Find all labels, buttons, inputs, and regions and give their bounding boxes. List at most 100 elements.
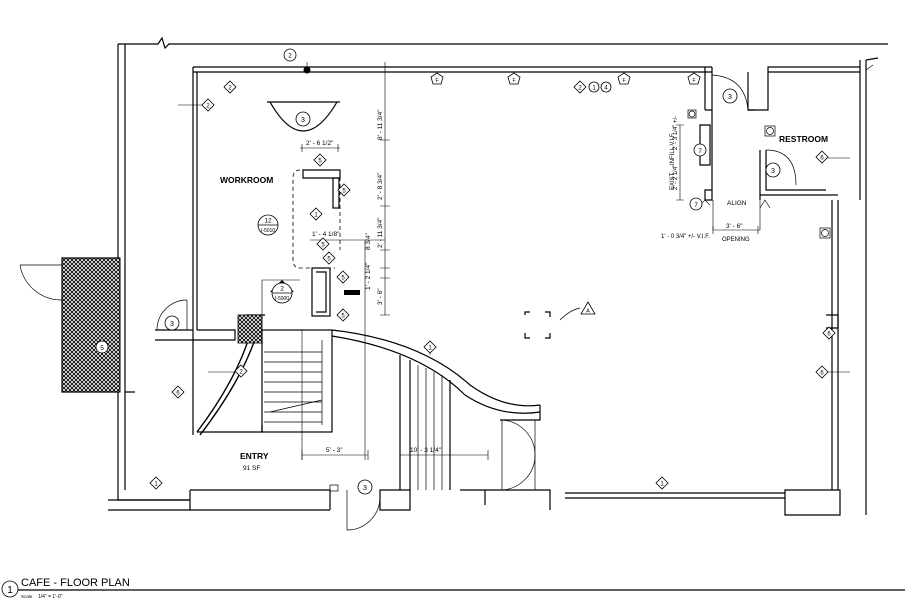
tag-triangle: A <box>580 301 596 315</box>
tag-diamond: 1 <box>655 476 669 490</box>
tag-circle: 4 <box>600 81 612 93</box>
svg-text:6: 6 <box>827 332 831 338</box>
tag-pentagon-f: F <box>507 72 521 85</box>
room-label-entry: ENTRY <box>240 451 269 461</box>
dim-label-11: 3' - 6" <box>726 223 743 230</box>
tag-diamond: 5 <box>337 183 351 197</box>
tag-pentagon-f: F <box>430 72 444 85</box>
dim-label-4: 2' - 11 3/4" <box>377 217 384 248</box>
tag-circle: 5 <box>95 340 109 354</box>
workroom-partitions <box>155 101 360 436</box>
elevation-reference-tag: 2 I-5000 <box>270 280 294 304</box>
dim-label-2: 2' - 6 1/2" <box>306 140 334 147</box>
tag-diamond: 6 <box>822 326 836 340</box>
svg-text:6: 6 <box>820 371 824 377</box>
dimension-lines <box>300 62 771 460</box>
svg-text:2: 2 <box>228 86 232 92</box>
tag-circle: 3 <box>164 315 180 331</box>
svg-text:2: 2 <box>206 104 210 110</box>
tag-circle: 3 <box>722 88 738 104</box>
entry-door <box>329 484 381 531</box>
svg-text:5: 5 <box>100 345 104 352</box>
column-marker <box>524 307 581 339</box>
svg-text:1: 1 <box>428 346 432 352</box>
tag-diamond: 2 <box>223 80 237 94</box>
svg-text:2: 2 <box>239 370 243 376</box>
svg-text:3: 3 <box>728 94 732 101</box>
svg-text:3: 3 <box>771 168 775 175</box>
wall-tags: 2 2 2 5 5 1 5 5 5 5 2 6 1 1 1 6 6 6 F F … <box>95 48 836 495</box>
svg-text:3: 3 <box>170 321 174 328</box>
dim-label-12: 1' - 0 3/4" +/- V.I.F. <box>661 234 710 240</box>
tag-diamond: 5 <box>336 308 350 322</box>
title-number: 1 <box>7 585 13 596</box>
tag-diamond: 1 <box>309 207 323 221</box>
note-exist: EXIST. <box>670 171 676 190</box>
svg-text:F: F <box>622 78 625 84</box>
svg-text:5: 5 <box>342 189 346 195</box>
room-area-entry: 91 SF <box>243 465 260 472</box>
svg-text:5: 5 <box>327 257 331 263</box>
svg-text:7: 7 <box>698 148 702 155</box>
svg-text:7: 7 <box>694 202 698 209</box>
svg-text:3: 3 <box>363 485 367 492</box>
tag-pentagon-f: F <box>687 72 701 85</box>
dim-label-10: 10' - 3 1/4" <box>410 447 442 454</box>
tag-pentagon-f: F <box>617 72 631 85</box>
entry-curve <box>331 329 541 491</box>
tag-diamond: 6 <box>815 150 829 164</box>
svg-text:12: 12 <box>264 218 272 225</box>
note-align: ALIGN <box>727 200 747 207</box>
tag-diamond: 5 <box>322 251 336 265</box>
svg-text:F: F <box>435 78 438 84</box>
title-block: 1 CAFE - FLOOR PLAN Scale 1/4" = 1'-0" <box>1 577 905 600</box>
tag-diamond: 5 <box>316 237 330 251</box>
svg-text:2: 2 <box>288 53 292 60</box>
note-opening: OPENING <box>722 237 750 243</box>
drawing-title: CAFE - FLOOR PLAN <box>21 577 130 589</box>
restroom-walls <box>687 66 860 239</box>
tag-circle: 3 <box>765 162 781 178</box>
svg-text:A: A <box>586 309 590 315</box>
tag-circle: 3 <box>295 111 311 127</box>
tag-diamond: 5 <box>313 153 327 167</box>
svg-text:5: 5 <box>321 243 325 249</box>
tag-diamond: 2 <box>573 80 587 94</box>
room-label-workroom: WORKROOM <box>220 175 273 185</box>
tag-diamond: 6 <box>815 365 829 379</box>
svg-text:1: 1 <box>154 482 158 488</box>
svg-text:5: 5 <box>341 276 345 282</box>
note-infill: INFILL V.I.F. <box>670 132 676 165</box>
section-reference-tag: 12 I-5010 <box>257 214 279 236</box>
svg-text:1: 1 <box>660 482 664 488</box>
dim-label-9: 5' - 3" <box>326 447 343 454</box>
svg-text:6: 6 <box>176 391 180 397</box>
svg-text:4: 4 <box>604 86 608 92</box>
stairs <box>261 279 333 433</box>
tag-circle: 3 <box>357 479 373 495</box>
svg-text:6: 6 <box>820 156 824 162</box>
svg-text:I-5010: I-5010 <box>261 228 275 234</box>
tag-diamond: 5 <box>336 270 350 284</box>
tag-diamond: 1 <box>423 340 437 354</box>
scale-label: Scale <box>21 594 33 599</box>
svg-text:2: 2 <box>578 86 582 92</box>
dim-label-6: 8 3/4" <box>365 233 372 250</box>
svg-text:1: 1 <box>592 86 596 92</box>
tag-leaders <box>178 62 850 373</box>
scale-value: 1/4" = 1'-0" <box>38 594 63 600</box>
dim-label-8: 3' - 6" <box>377 288 384 305</box>
tag-diamond: 2 <box>234 364 248 378</box>
tag-circle: 2 <box>283 48 297 62</box>
tag-diamond: 1 <box>149 476 163 490</box>
dim-label-7: 1' - 2 1/4" <box>365 262 372 290</box>
dim-label-5: 1' - 4 1/8" <box>312 231 340 238</box>
dim-label-14: 2' - 3 1/4" +/- <box>673 116 679 150</box>
svg-text:2: 2 <box>280 286 284 293</box>
svg-text:5: 5 <box>318 159 322 165</box>
tag-circle: 7 <box>689 197 703 211</box>
svg-text:3: 3 <box>301 117 305 124</box>
dim-label-3: 2' - 8 3/4" <box>377 172 384 200</box>
